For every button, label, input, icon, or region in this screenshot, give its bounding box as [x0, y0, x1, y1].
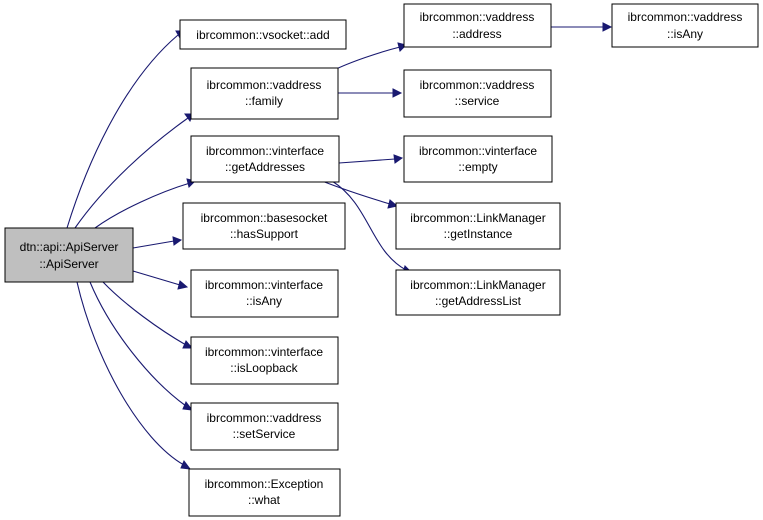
node-vsocket-add[interactable]: ibrcommon::vsocket::add — [179, 19, 347, 50]
node-label-line2: ::getAddresses — [225, 160, 305, 174]
node-vinterface-getaddresses[interactable]: ibrcommon::vinterface ::getAddresses — [190, 135, 340, 183]
node-label-line2: ::service — [455, 94, 500, 108]
node-label-line1: ibrcommon::LinkManager — [410, 278, 545, 292]
edge-family-service — [338, 88, 403, 98]
node-vinterface-empty[interactable]: ibrcommon::vinterface ::empty — [403, 135, 553, 183]
edge-apiserver-vinterface-getaddresses — [94, 178, 196, 229]
node-vinterface-isany[interactable]: ibrcommon::vinterface ::isAny — [190, 269, 339, 318]
node-label-line1: ibrcommon::Exception — [205, 477, 324, 491]
edge-apiserver-vsocket-add — [66, 30, 185, 229]
node-linkmanager-getinstance[interactable]: ibrcommon::LinkManager ::getInstance — [395, 202, 561, 250]
node-vaddress-setservice[interactable]: ibrcommon::vaddress ::setService — [190, 402, 339, 451]
node-label-line1: ibrcommon::vaddress — [207, 411, 322, 425]
node-label-line1: ibrcommon::vinterface — [419, 144, 537, 158]
node-label-line1: ibrcommon::vinterface — [205, 278, 323, 292]
node-label-line2: ::isLoopback — [230, 361, 298, 375]
edges — [66, 22, 613, 470]
node-label-line1: ibrcommon::vinterface — [205, 345, 323, 359]
edge-apiserver-vinterface-isany — [132, 270, 189, 290]
node-label-line1: ibrcommon::vaddress — [628, 10, 743, 24]
node-label-line2: ::address — [452, 27, 501, 41]
node-box — [190, 135, 340, 183]
node-box — [182, 202, 346, 250]
node-box — [403, 3, 552, 48]
node-box — [395, 269, 561, 316]
node-label-line2: ::setService — [233, 427, 296, 441]
node-vaddress-isany[interactable]: ibrcommon::vaddress ::isAny — [611, 3, 759, 48]
node-label-line1: dtn::api::ApiServer — [20, 240, 119, 254]
edge-address-vaddress-isany — [551, 22, 613, 32]
node-box — [179, 19, 347, 50]
node-label-line1: ibrcommon::vsocket::add — [196, 28, 329, 42]
node-label-line2: ::isAny — [667, 27, 703, 41]
node-label-line2: ::getInstance — [444, 227, 513, 241]
nodes: dtn::api::ApiServer ::ApiServer ibrcommo… — [4, 3, 759, 517]
node-label-line2: ::getAddressList — [435, 294, 522, 308]
node-box — [190, 67, 339, 120]
node-box — [403, 135, 553, 183]
edge-apiserver-vaddress-family — [74, 113, 194, 229]
edge-apiserver-vaddress-setservice — [89, 281, 194, 411]
edge-getaddresses-empty — [338, 154, 404, 164]
node-vaddress-address[interactable]: ibrcommon::vaddress ::address — [403, 3, 552, 48]
node-box — [190, 402, 339, 451]
root-box — [4, 227, 134, 283]
node-vinterface-isloopback[interactable]: ibrcommon::vinterface ::isLoopback — [190, 336, 339, 385]
node-basesocket-hassupport[interactable]: ibrcommon::basesocket ::hasSupport — [182, 202, 346, 250]
node-label-line2: ::family — [245, 94, 283, 108]
edge-apiserver-basesocket-hassupport — [132, 236, 183, 249]
node-label-line2: ::ApiServer — [39, 257, 98, 271]
node-box — [188, 468, 341, 517]
node-exception-what[interactable]: ibrcommon::Exception ::what — [188, 468, 341, 517]
node-apiserver-apiserver[interactable]: dtn::api::ApiServer ::ApiServer — [4, 227, 134, 283]
node-box — [395, 202, 561, 250]
node-label-line1: ibrcommon::vaddress — [420, 78, 535, 92]
node-label-line1: ibrcommon::basesocket — [201, 211, 328, 225]
node-label-line2: ::isAny — [246, 294, 282, 308]
node-box — [190, 336, 339, 385]
node-label-line2: ::what — [248, 493, 281, 507]
node-label-line2: ::hasSupport — [230, 227, 299, 241]
edge-getaddresses-getinstance — [321, 180, 399, 209]
node-box — [403, 69, 552, 118]
edge-apiserver-vinterface-isloopback — [102, 281, 194, 349]
node-label-line1: ibrcommon::vaddress — [207, 78, 322, 92]
node-box — [190, 269, 339, 318]
node-label-line1: ibrcommon::LinkManager — [410, 211, 545, 225]
node-vaddress-service[interactable]: ibrcommon::vaddress ::service — [403, 69, 552, 118]
node-label-line1: ibrcommon::vaddress — [420, 10, 535, 24]
node-label-line1: ibrcommon::vinterface — [206, 144, 324, 158]
node-vaddress-family[interactable]: ibrcommon::vaddress ::family — [190, 67, 339, 120]
edge-apiserver-exception-what — [76, 281, 192, 470]
node-label-line2: ::empty — [458, 160, 497, 174]
node-box — [611, 3, 759, 48]
node-linkmanager-getaddresslist[interactable]: ibrcommon::LinkManager ::getAddressList — [395, 269, 561, 316]
